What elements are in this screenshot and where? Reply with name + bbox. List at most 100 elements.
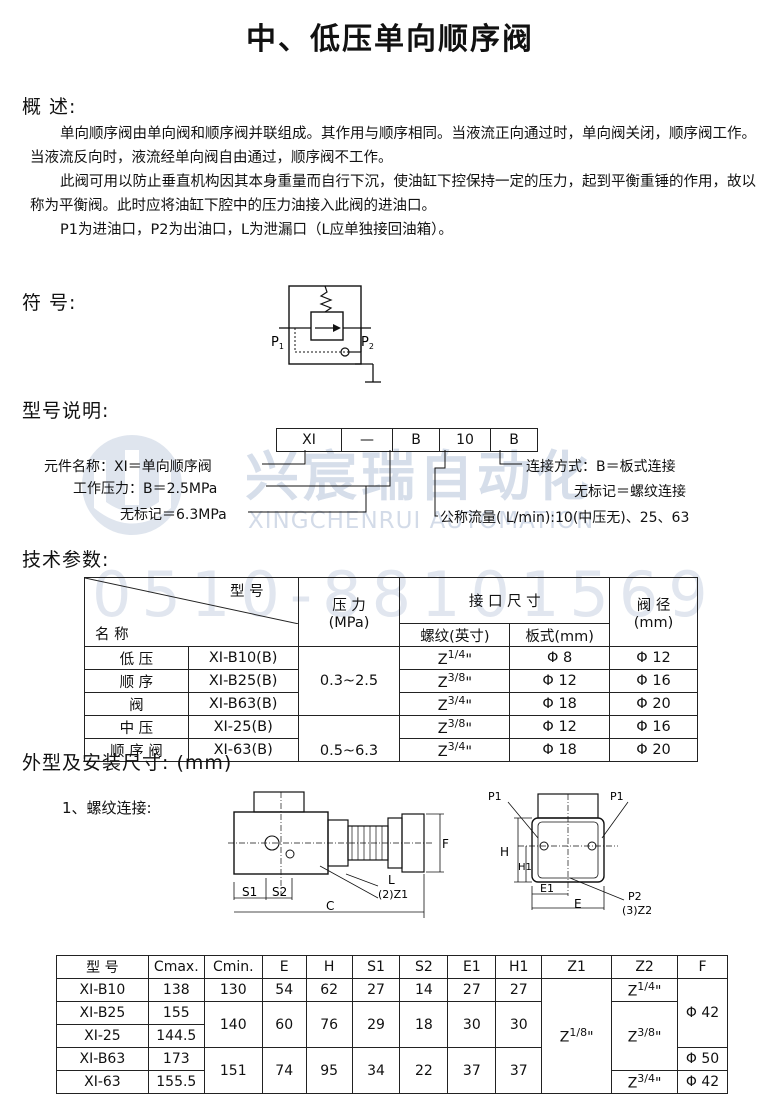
dim-header-model: 型 号 <box>56 955 149 979</box>
thread-suffix: " <box>465 720 472 737</box>
tech-header-pressure-unit: (MPa) <box>328 614 370 631</box>
tech-pressure-low: 0.3~2.5 <box>297 646 401 716</box>
dim-c: C <box>326 899 334 913</box>
dim-row-h1: 27 <box>495 978 543 1002</box>
thread-sup: 3/8 <box>447 671 466 685</box>
overview-heading: 概 述: <box>22 96 77 118</box>
dim-header-z1: Z1 <box>541 955 613 979</box>
dim-row-s1: 34 <box>351 1047 401 1094</box>
model-box-dash: — <box>342 428 393 452</box>
dim-header-h: H <box>305 955 353 979</box>
dim-p2: P2 <box>628 890 642 903</box>
tech-row-thread: Z3/4" <box>399 738 511 762</box>
dim-row-model: XI-63 <box>56 1070 149 1094</box>
dim-s2: S2 <box>272 885 287 899</box>
tech-row-dia: Φ 16 <box>609 715 698 739</box>
overview-text: 单向顺序阀由单向阀和顺序阀并联组成。其作用与顺序相同。当液流正向通过时，单向阀关… <box>30 122 760 242</box>
page-title: 中、低压单向顺序阀 <box>246 22 534 57</box>
dim-header-cmin: Cmin. <box>203 955 263 979</box>
z2-suffix: " <box>654 983 662 1000</box>
tech-row-model: XI-63(B) <box>187 738 299 762</box>
dim-z1: (2)Z1 <box>378 888 408 901</box>
tech-row-dia: Φ 20 <box>609 738 698 762</box>
thread-base: Z <box>437 674 448 691</box>
thread-suffix: " <box>465 651 472 668</box>
symbol-p1: P <box>271 335 279 350</box>
tech-row-thread: Z3/4" <box>399 692 511 716</box>
dims-subheading: 1、螺纹连接: <box>62 799 152 817</box>
dim-header-s1: S1 <box>351 955 401 979</box>
model-code-boxes: XI — B 10 B <box>276 428 538 452</box>
dim-row-cmin: 130 <box>203 978 263 1002</box>
tech-pressure-mid: 0.5~6.3 <box>297 715 401 762</box>
z2-sup: 3/4 <box>637 1072 655 1086</box>
z2-base: Z <box>627 1075 638 1092</box>
tech-row-dia: Φ 20 <box>609 692 698 716</box>
tech-row-model: XI-B63(B) <box>187 692 299 716</box>
tech-row-name: 阀 <box>84 692 189 716</box>
dim-row-h: 76 <box>305 1001 353 1048</box>
tech-row-plate: Φ 8 <box>509 646 611 670</box>
z1-base: Z <box>559 1029 570 1046</box>
dim-header-s2: S2 <box>399 955 449 979</box>
z2-suffix: " <box>654 1029 662 1046</box>
tech-row-plate: Φ 18 <box>509 692 611 716</box>
z2-suffix: " <box>654 1075 662 1092</box>
symbol-p2-sub: 2 <box>369 342 374 351</box>
symbol-heading: 符 号: <box>22 292 77 314</box>
thread-suffix: " <box>465 697 472 714</box>
dim-row-cmax: 155.5 <box>147 1070 205 1094</box>
tech-header-dia-unit: (mm) <box>633 614 674 631</box>
dim-header-f: F <box>677 955 728 979</box>
dim-row-h: 95 <box>305 1047 353 1094</box>
tech-row-thread: Z3/8" <box>399 669 511 693</box>
z2-sup: 1/4 <box>637 980 655 994</box>
dim-p1-left: P1 <box>488 790 502 803</box>
dim-e1: E1 <box>540 882 554 895</box>
model-connection-none-label: 无标记＝螺纹连接 <box>574 484 686 500</box>
z1-sup: 1/8 <box>569 1026 588 1040</box>
symbol-p1-sub: 1 <box>279 342 284 351</box>
model-pressure-label: 工作压力：B＝2.5MPa <box>73 481 218 497</box>
thread-base: Z <box>437 720 448 737</box>
thread-suffix: " <box>465 674 472 691</box>
tech-row-plate: Φ 12 <box>509 715 611 739</box>
overview-p2: 此阀可用以防止垂直机构因其本身重量而自行下沉，使油缸下控保持一定的压力，起到平衡… <box>30 174 756 214</box>
thread-base: Z <box>437 743 448 760</box>
dim-row-s1: 27 <box>351 978 401 1002</box>
tech-header-corner: 型 号 名 称 <box>84 577 299 647</box>
svg-text:P1: P1 <box>271 335 284 351</box>
tech-row-name: 低 压 <box>84 646 189 670</box>
symbol-p2: P <box>361 335 369 350</box>
z2-base: Z <box>627 983 638 1000</box>
z2-base: Z <box>627 1029 638 1046</box>
dim-z2-cell: Z3/8" <box>611 1001 679 1071</box>
dims-heading: 外型及安装尺寸: (mm) <box>22 752 233 774</box>
tech-row-dia: Φ 16 <box>609 669 698 693</box>
model-box-flow: 10 <box>440 428 491 452</box>
dim-row-e1: 30 <box>447 1001 497 1048</box>
model-box-pressure: B <box>393 428 440 452</box>
thread-base: Z <box>437 651 448 668</box>
tech-header-dia: 阀 径(mm) <box>609 577 698 647</box>
model-name-label: 元件名称：XI＝单向顺序阀 <box>44 459 212 475</box>
tech-row-plate: Φ 18 <box>509 738 611 762</box>
dim-header-e1: E1 <box>447 955 497 979</box>
tech-row-model: XI-B10(B) <box>187 646 299 670</box>
tech-row-thread: Z3/8" <box>399 715 511 739</box>
dim-z2-cell: Z1/4" <box>611 978 679 1002</box>
dim-row-e: 74 <box>261 1047 307 1094</box>
dim-header-h1: H1 <box>495 955 543 979</box>
tech-row-name: 中 压 <box>84 715 189 739</box>
thread-sup: 3/4 <box>447 694 466 708</box>
dim-row-e1: 27 <box>447 978 497 1002</box>
dim-f: F <box>442 837 449 851</box>
dim-row-s2: 22 <box>399 1047 449 1094</box>
dim-p1-right: P1 <box>610 790 624 803</box>
model-box-connection: B <box>491 428 538 452</box>
overview-p1: 单向顺序阀由单向阀和顺序阀并联组成。其作用与顺序相同。当液流正向通过时，单向阀关… <box>30 126 756 166</box>
thread-sup: 3/8 <box>447 717 466 731</box>
dimension-table: 型 号 Cmax. Cmin. E H S1 S2 E1 H1 Z1 Z2 F … <box>56 955 728 1094</box>
thread-sup: 1/4 <box>447 648 466 662</box>
tech-header-pressure: 压 力(MPa) <box>297 577 401 647</box>
